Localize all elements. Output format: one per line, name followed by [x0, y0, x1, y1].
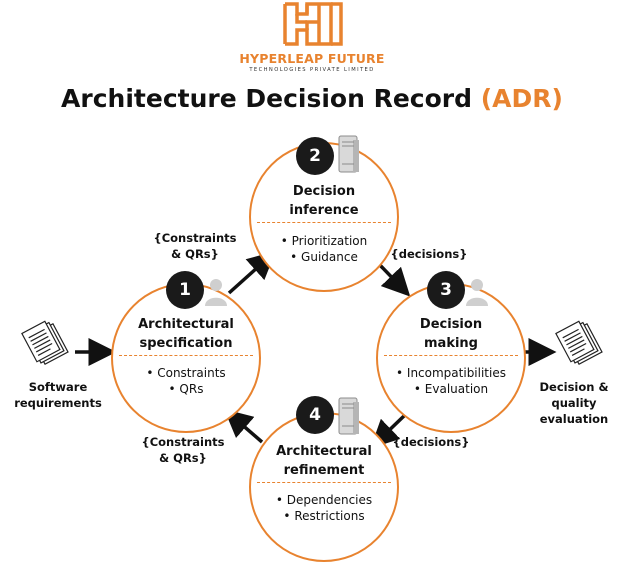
user-icon	[205, 279, 227, 306]
input-label: Software requirements	[8, 379, 108, 411]
list-item: Evaluation	[386, 381, 516, 397]
server-icon	[338, 135, 359, 173]
brand-name: HYPERLEAP FUTURE	[239, 51, 385, 66]
input-label-line: Software	[28, 380, 88, 394]
node-title-line: refinement	[283, 463, 365, 478]
list-item: Dependencies	[259, 492, 389, 508]
list-item: Constraints	[121, 365, 251, 381]
arrow-2-to-3	[375, 260, 411, 297]
node-title: Architectural specification	[121, 315, 251, 353]
node-architectural-refinement: Architectural refinement Dependencies Re…	[249, 412, 399, 562]
documents-icon	[555, 320, 603, 366]
documents-icon	[21, 320, 69, 366]
arrow-3-to-4	[370, 413, 407, 449]
node-items: Incompatibilities Evaluation	[386, 365, 516, 397]
edge-label-decisions-top: {decisions}	[390, 247, 468, 261]
node-title-line: making	[424, 336, 478, 351]
node-title-line: inference	[289, 203, 359, 218]
output-label-line: quality	[551, 396, 597, 410]
list-item: Guidance	[259, 249, 389, 265]
edge-label-decisions-bottom: {decisions}	[392, 435, 470, 449]
dashed-divider	[384, 355, 518, 356]
node-title: Decision inference	[259, 182, 389, 220]
step-badge-2: 2	[296, 137, 334, 175]
hyperleap-logo-icon	[283, 2, 343, 46]
output-label-line: Decision &	[539, 380, 609, 394]
list-item: QRs	[121, 381, 251, 397]
node-decision-inference: Decision inference Prioritization Guidan…	[249, 142, 399, 292]
node-title: Decision making	[386, 315, 516, 353]
node-title-line: Architectural	[276, 444, 372, 459]
step-badge-4: 4	[296, 396, 334, 434]
edge-label-line: {Constraints	[141, 435, 225, 449]
step-badge-1: 1	[166, 271, 204, 309]
edge-label-line: & QRs}	[159, 451, 207, 465]
node-decision-making: Decision making Incompatibilities Evalua…	[376, 283, 526, 433]
node-items: Constraints QRs	[121, 365, 251, 397]
output-label: Decision & quality evaluation	[526, 379, 622, 427]
page-title: Architecture Decision Record (ADR)	[0, 84, 624, 113]
node-title-line: specification	[139, 336, 233, 351]
node-title-line: Decision	[292, 184, 356, 199]
edge-label-line: & QRs}	[171, 247, 219, 261]
node-title-line: Decision	[419, 317, 483, 332]
node-items: Prioritization Guidance	[259, 233, 389, 265]
list-item: Incompatibilities	[386, 365, 516, 381]
arrow-4-to-1	[224, 409, 264, 444]
list-item: Prioritization	[259, 233, 389, 249]
brand-subtitle: TECHNOLOGIES PRIVATE LIMITED	[249, 67, 375, 73]
user-icon	[466, 279, 488, 306]
node-items: Dependencies Restrictions	[259, 492, 389, 524]
node-title: Architectural refinement	[259, 442, 389, 480]
input-label-line: requirements	[14, 396, 102, 410]
list-item: Restrictions	[259, 508, 389, 524]
title-accent: (ADR)	[480, 84, 563, 113]
step-badge-3: 3	[427, 271, 465, 309]
dashed-divider	[119, 355, 253, 356]
connectors-layer	[21, 250, 603, 449]
edge-label-constraints-bottom: {Constraints & QRs}	[133, 434, 233, 466]
edge-label-constraints-top: {Constraints & QRs}	[150, 230, 240, 262]
edge-label-line: {Constraints	[153, 231, 237, 245]
node-architectural-specification: Architectural specification Constraints …	[111, 283, 261, 433]
server-icon	[338, 397, 359, 435]
dashed-divider	[257, 222, 391, 223]
node-title-line: Architectural	[138, 317, 234, 332]
dashed-divider	[257, 482, 391, 483]
title-main: Architecture Decision Record	[61, 84, 481, 113]
output-label-line: evaluation	[539, 412, 609, 426]
